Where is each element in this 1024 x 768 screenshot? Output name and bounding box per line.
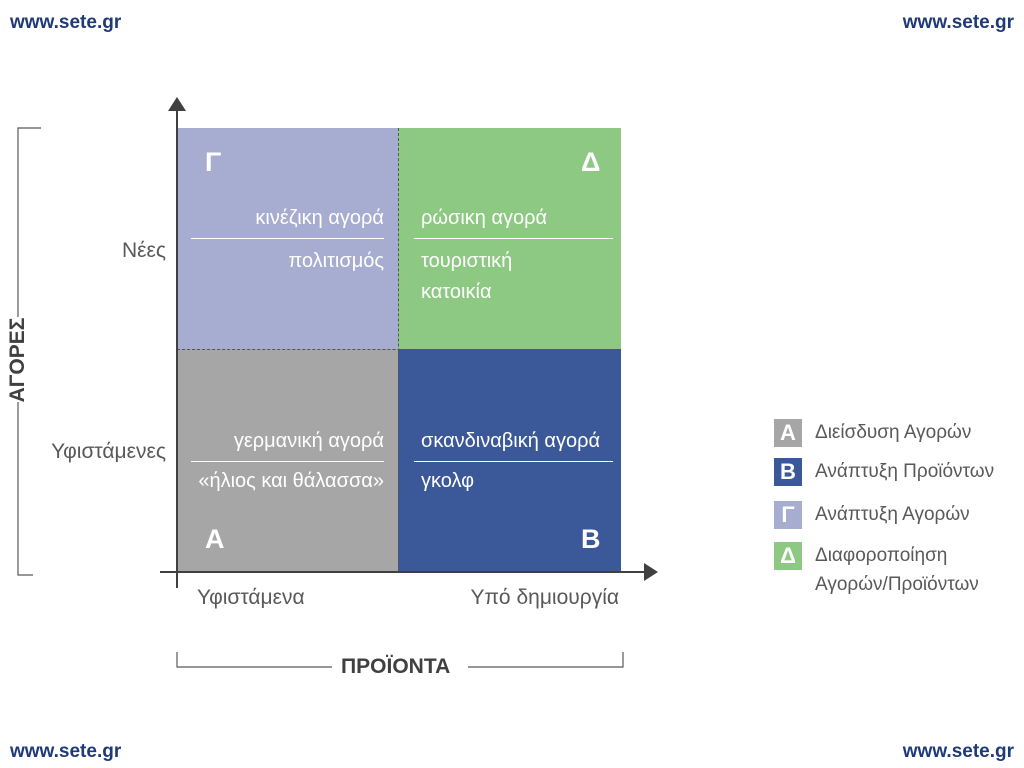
legend-box-alpha: Α bbox=[774, 419, 802, 447]
y-bracket-bottom bbox=[17, 402, 33, 576]
legend-label-beta: Ανάπτυξη Προϊόντων bbox=[815, 461, 995, 482]
site-link-bottom-right[interactable]: www.sete.gr bbox=[902, 741, 1014, 762]
quadrant-tr-line3: κατοικία bbox=[421, 281, 492, 303]
legend-box-gamma: Γ bbox=[774, 501, 802, 529]
horizontal-divider bbox=[177, 349, 621, 350]
quadrant-tr-separator bbox=[414, 238, 613, 239]
legend-box-beta: Β bbox=[774, 458, 802, 486]
y-axis-label-top: Νέες bbox=[121, 239, 166, 262]
quadrant-tl-line1: κινέζικη αγορά bbox=[255, 207, 384, 229]
x-axis-label-left: Υφιστάμενα bbox=[197, 586, 305, 609]
quadrant-bl-line2: «ήλιος και θάλασσα» bbox=[198, 470, 384, 492]
site-link-bottom-left[interactable]: www.sete.gr bbox=[10, 741, 122, 762]
site-link-top-left[interactable]: www.sete.gr bbox=[10, 12, 122, 33]
quadrant-market-penetration bbox=[177, 349, 398, 572]
x-bracket-right bbox=[468, 652, 624, 668]
quadrant-letter-gamma: Γ bbox=[205, 147, 222, 177]
legend-label-delta-line2: Αγορών/Προϊόντων bbox=[815, 574, 979, 595]
quadrant-bl-line1: γερμανική αγορά bbox=[233, 430, 384, 452]
legend-label-delta-line1: Διαφοροποίηση bbox=[815, 545, 948, 566]
legend-label-alpha: Διείσδυση Αγορών bbox=[815, 422, 972, 443]
quadrant-br-line1: σκανδιναβική αγορά bbox=[421, 430, 601, 452]
x-axis-arrow-icon bbox=[644, 563, 658, 581]
quadrant-tr-line2: τουριστική bbox=[421, 250, 513, 272]
quadrant-product-development bbox=[398, 349, 621, 572]
legend-label-gamma: Ανάπτυξη Αγορών bbox=[815, 504, 970, 525]
y-axis-label-bottom: Υφιστάμενες bbox=[51, 440, 166, 463]
vertical-divider bbox=[398, 128, 399, 572]
y-bracket-top bbox=[17, 127, 41, 317]
quadrant-tr-line1: ρώσικη αγορά bbox=[421, 207, 548, 229]
quadrant-br-separator bbox=[414, 461, 613, 462]
y-axis-arrow-icon bbox=[168, 97, 186, 111]
site-link-top-right[interactable]: www.sete.gr bbox=[902, 12, 1014, 33]
y-axis-title: ΑΓΟΡΕΣ bbox=[6, 317, 29, 403]
x-axis-label-right: Υπό δημιουργία bbox=[470, 586, 619, 609]
quadrant-letter-beta: Β bbox=[581, 524, 601, 554]
quadrant-br-line2: γκολφ bbox=[421, 470, 475, 492]
quadrant-bl-separator bbox=[191, 461, 384, 462]
quadrant-letter-delta: Δ bbox=[581, 147, 601, 177]
x-axis-title: ΠΡΟΪΟΝΤΑ bbox=[341, 655, 451, 678]
x-bracket-left bbox=[176, 652, 332, 668]
quadrant-tl-separator bbox=[191, 238, 384, 239]
quadrant-letter-alpha: Α bbox=[205, 524, 225, 554]
legend-box-delta: Δ bbox=[774, 542, 802, 570]
quadrant-tl-line2: πολιτισμός bbox=[288, 250, 384, 272]
